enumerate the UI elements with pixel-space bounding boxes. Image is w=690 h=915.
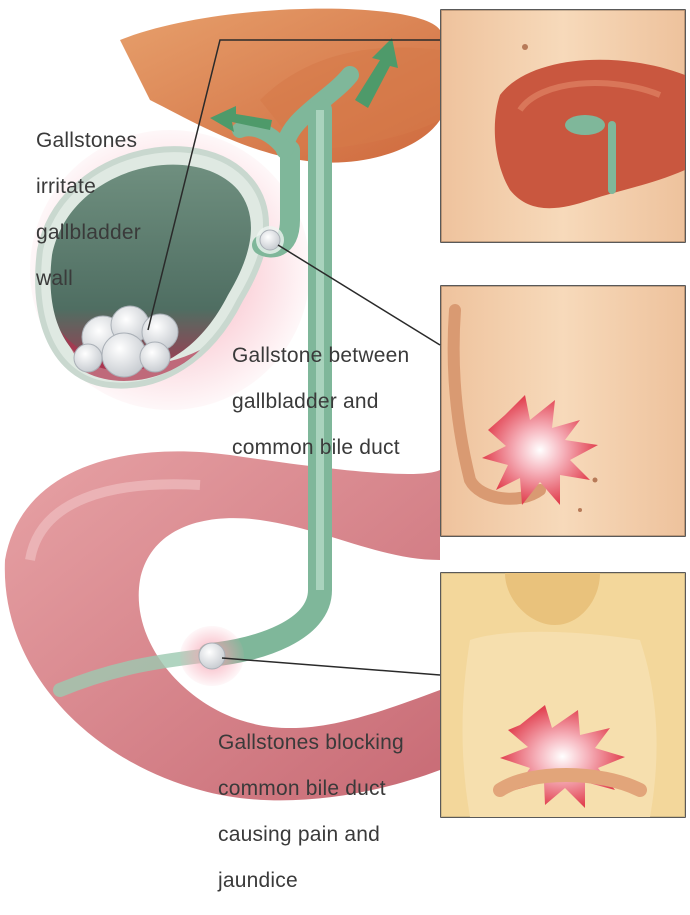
panel-upper-abdominal-pain	[441, 286, 685, 536]
label-gallstone-between: Gallstone between gallbladder and common…	[232, 321, 409, 482]
label-line: wall	[36, 267, 141, 290]
label-line: gallbladder and	[232, 390, 409, 413]
panel-jaundice-pain	[441, 573, 685, 817]
gallstone-cystic-duct	[256, 226, 284, 254]
label-line: irritate	[36, 175, 141, 198]
leader-line-common	[222, 658, 440, 675]
label-line: Gallstones	[36, 129, 141, 152]
panel-liver-location	[441, 10, 685, 242]
label-line: causing pain and	[218, 823, 404, 846]
label-line: Gallstones blocking	[218, 731, 404, 754]
label-line: common bile duct	[218, 777, 404, 800]
label-line: common bile duct	[232, 436, 409, 459]
gallstones-illustration: Gallstones irritate gallbladder wall Gal…	[0, 0, 690, 852]
gallstone-common-duct	[180, 626, 244, 686]
label-gallstones-blocking: Gallstones blocking common bile duct cau…	[218, 708, 404, 915]
label-line: Gallstone between	[232, 344, 409, 367]
label-line: jaundice	[218, 869, 404, 892]
label-gallstones-irritate: Gallstones irritate gallbladder wall	[36, 106, 141, 313]
label-line: gallbladder	[36, 221, 141, 244]
